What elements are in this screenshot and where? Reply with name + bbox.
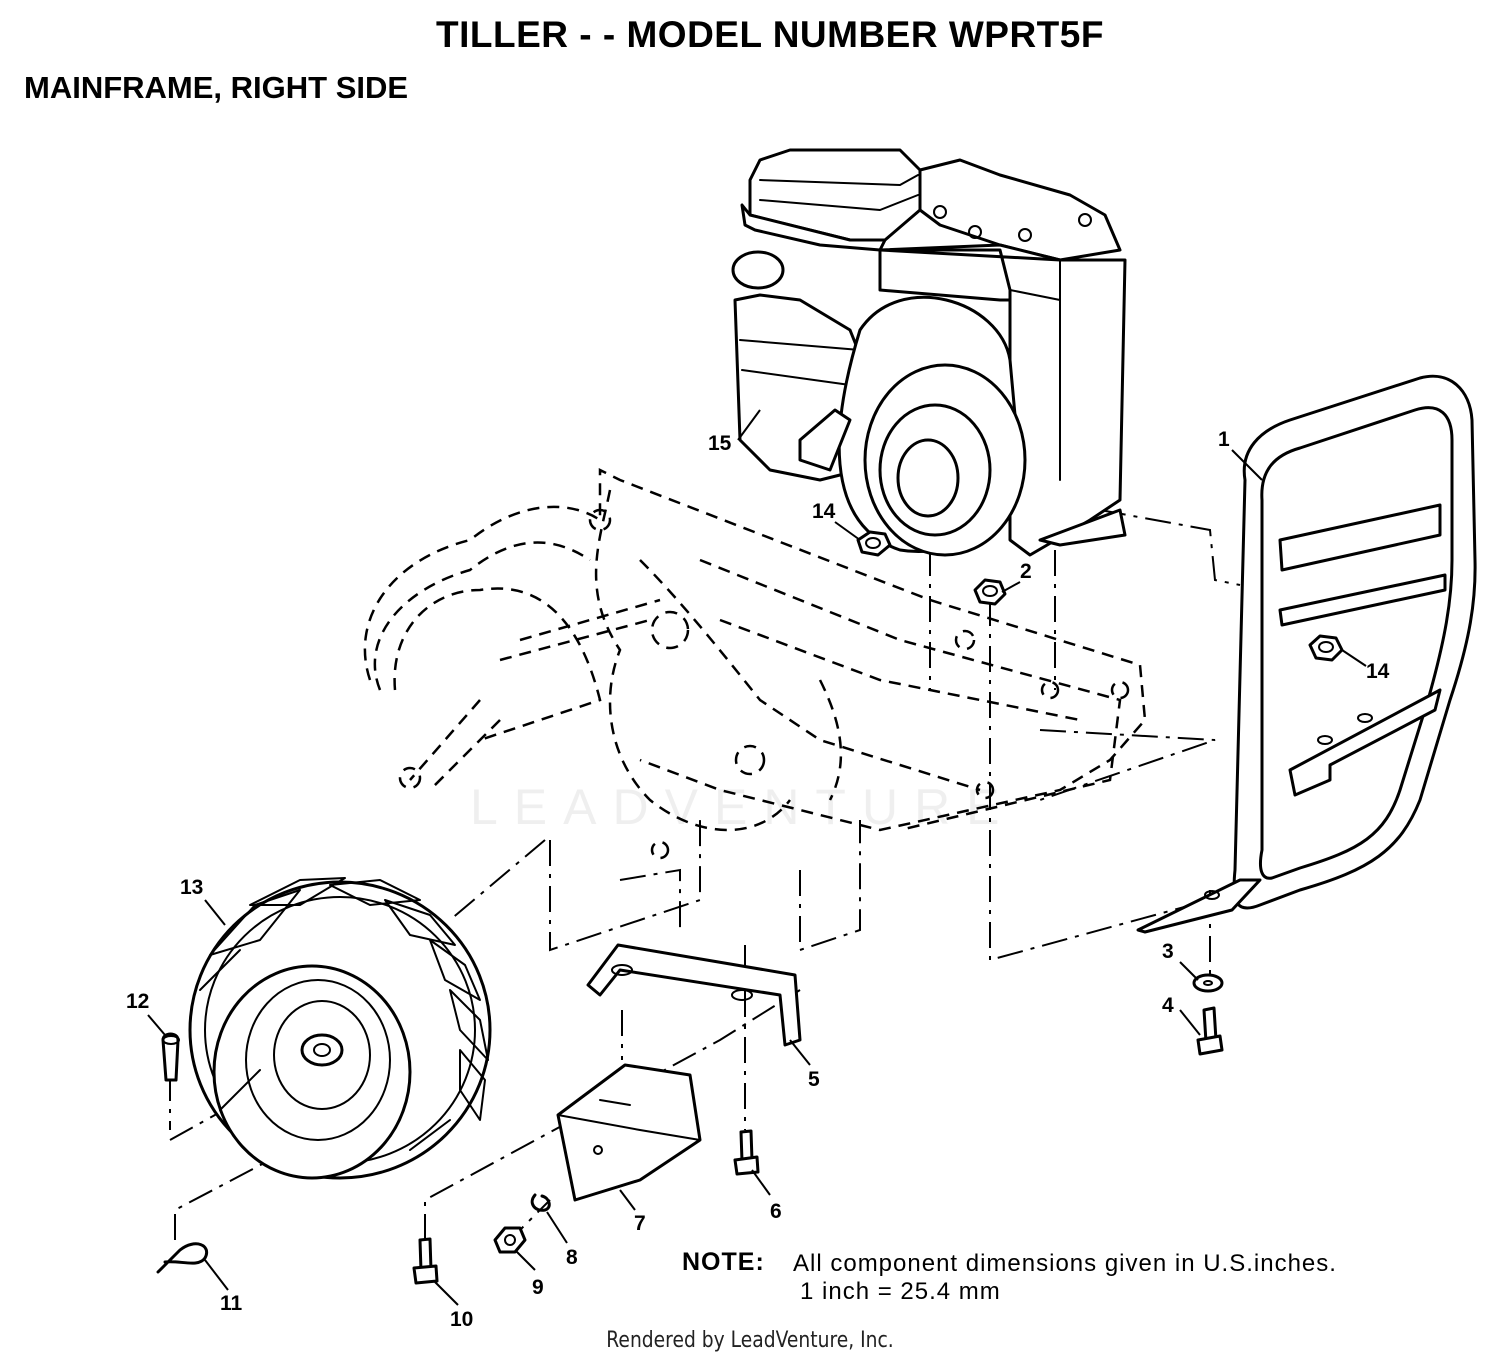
page-title: TILLER - - MODEL NUMBER WPRT5F [436,14,1104,55]
flange-nut-part-2 [973,578,1007,606]
callout-11: 11 [220,1292,243,1315]
callout-15: 15 [708,432,732,455]
bumper-bar-part-1 [1136,374,1477,934]
lock-washer-part-8 [530,1193,551,1212]
engine-part-15 [731,148,1127,557]
wheel-part-13 [188,877,492,1180]
bolt-part-10 [412,1237,439,1285]
callout-13: 13 [180,876,203,899]
note-label: NOTE: [682,1248,765,1276]
nut-part-9 [493,1226,527,1254]
shield-part-7 [556,1063,702,1202]
callout-5: 5 [808,1068,820,1091]
callout-9: 9 [532,1276,544,1299]
callout-2: 2 [1020,560,1032,583]
mainframe-dashed [363,467,1147,860]
callout-10: 10 [450,1308,473,1331]
callout-14-upper: 14 [812,500,836,523]
bolt-part-6 [733,1129,760,1176]
callout-4: 4 [1162,994,1174,1017]
callout-12: 12 [126,990,149,1013]
callout-7: 7 [634,1212,646,1235]
flange-nut-part-14b [1308,634,1344,662]
callout-14-right: 14 [1366,660,1390,683]
clevis-pin-part-12 [161,1032,180,1082]
section-subtitle: MAINFRAME, RIGHT SIDE [24,70,409,105]
note-text-line-1: All component dimensions given in U.S.in… [793,1250,1337,1277]
hairpin-clip-part-11 [156,1242,209,1274]
washer-part-3 [1192,973,1224,993]
flange-nut-part-14 [856,530,892,557]
bolt-part-4 [1196,1006,1224,1056]
callout-3: 3 [1162,940,1174,963]
callout-6: 6 [770,1200,782,1223]
callout-pointers [147,409,1367,1306]
callout-1: 1 [1218,428,1230,451]
mount-plate-part-5 [586,943,802,1047]
footer-credit: Rendered by LeadVenture, Inc. [606,1328,894,1353]
watermark-text: LEADVENTURE [470,779,1016,835]
callout-8: 8 [566,1246,578,1269]
note-text-line-2: 1 inch = 25.4 mm [800,1278,1001,1305]
